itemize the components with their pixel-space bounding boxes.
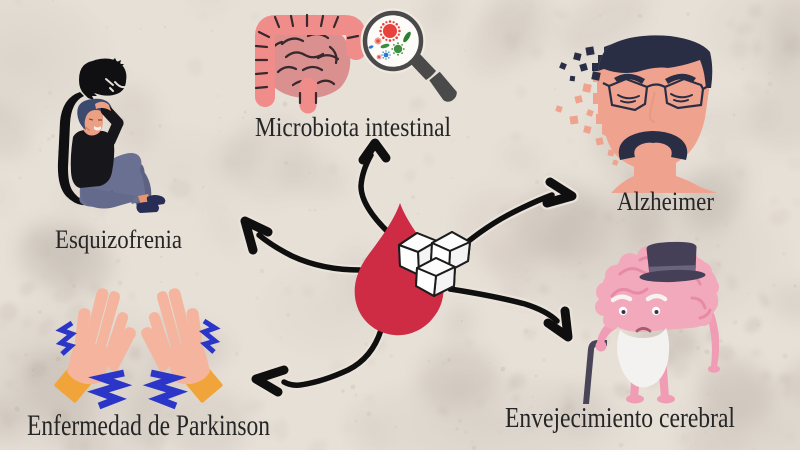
svg-text:Enfermedad de Parkinson: Enfermedad de Parkinson [27, 409, 270, 442]
svg-text:Microbiota intestinal: Microbiota intestinal [255, 112, 451, 142]
svg-text:Envejecimiento cerebral: Envejecimiento cerebral [505, 403, 735, 434]
svg-text:Esquizofrenia: Esquizofrenia [55, 225, 182, 254]
svg-text:Alzheimer: Alzheimer [617, 187, 714, 216]
